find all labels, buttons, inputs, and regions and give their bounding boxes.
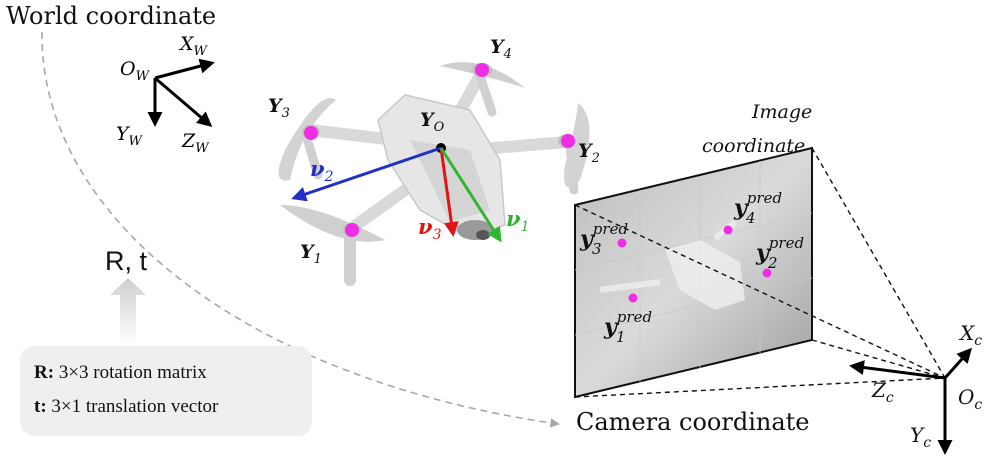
world-coordinate-label: World coordinate: [6, 2, 216, 30]
label-y1: Y1: [300, 241, 322, 267]
rotation-key: R:: [34, 362, 55, 383]
translation-desc: 3×1 translation vector: [46, 396, 219, 417]
keypoint-y3: [304, 126, 318, 140]
label-y4: Y4: [490, 36, 512, 62]
label-v2: ν2: [310, 156, 334, 185]
label-yo: YO: [420, 109, 445, 135]
camera-x-label: Xc: [958, 321, 982, 349]
world-x-label: XW: [178, 33, 209, 59]
image-coordinate-label-line1: Image: [751, 101, 812, 123]
image-plane: [574, 146, 813, 399]
drone-keypoints: [304, 63, 575, 237]
image-coordinate-label-line2: coordinate: [702, 135, 805, 157]
rotation-desc: 3×3 rotation matrix: [54, 362, 207, 383]
image-keypoint-y3: [617, 238, 627, 248]
camera-coordinate-label: Camera coordinate: [576, 408, 810, 436]
keypoint-y4: [475, 63, 489, 77]
world-axes: OW XW YW ZW: [116, 33, 215, 156]
world-z-label: ZW: [181, 130, 210, 156]
vector-v3-arrow: [439, 147, 459, 237]
translation-info-row: t: 3×1 translation vector: [34, 396, 218, 418]
rt-up-arrow: [110, 278, 146, 346]
label-v3: ν3: [418, 214, 442, 243]
vector-v1-arrow: [439, 147, 502, 243]
camera-origin-label: Oc: [958, 385, 982, 413]
camera-y-label: Yc: [910, 423, 931, 451]
camera-z-label: Zc: [871, 378, 894, 406]
rt-info-box: R: 3×3 rotation matrix t: 3×1 translatio…: [20, 346, 312, 436]
label-y2: Y2: [578, 140, 600, 166]
world-y-label: YW: [116, 123, 144, 149]
projection-lines: [574, 147, 946, 398]
label-v1: ν1: [506, 206, 530, 235]
vector-v2-arrow: [291, 146, 442, 202]
rotation-info-row: R: 3×3 rotation matrix: [34, 362, 207, 384]
label-y3: Y3: [268, 95, 290, 121]
translation-key: t:: [34, 396, 47, 417]
rt-label: R, t: [105, 246, 148, 276]
camera-axes: Xc Oc Zc Yc: [849, 321, 982, 455]
image-keypoint-y4: [723, 225, 733, 235]
keypoint-y1: [345, 223, 359, 237]
orientation-vectors: [291, 146, 502, 243]
world-origin-label: OW: [120, 58, 151, 84]
keypoint-y2: [561, 134, 575, 148]
image-keypoint-y2: [762, 268, 772, 278]
image-keypoints: [617, 225, 772, 303]
image-keypoint-y1: [628, 293, 638, 303]
